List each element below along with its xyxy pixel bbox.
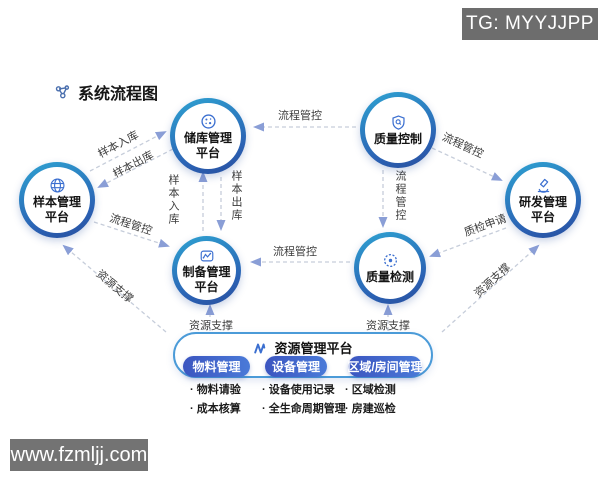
edge-label-resource-support: 资源支撑 bbox=[472, 261, 514, 300]
material-items-list: 物料请验 成本核算 bbox=[190, 381, 241, 419]
node-storage-management-platform: 储库管理 平台 bbox=[170, 98, 246, 174]
node-label: 平台 bbox=[194, 279, 219, 294]
edge-label-resource-support: 资源支撑 bbox=[189, 320, 233, 332]
node-quality-control: 质量控制 bbox=[360, 92, 436, 168]
node-quality-inspection: 质量检测 bbox=[354, 232, 426, 304]
equipment-items-list: 设备使用记录 全生命周期管理 bbox=[262, 381, 346, 419]
node-qc-inner: 质量控制 bbox=[365, 97, 431, 163]
node-label: 质量检测 bbox=[365, 270, 414, 284]
edge-label-process-control: 流程管控 bbox=[440, 131, 486, 161]
node-preparation-management-platform: 制备管理 平台 bbox=[172, 236, 241, 305]
node-sample-inner: 样本管理 平台 bbox=[24, 167, 90, 233]
area-items-list: 区域检测 房建巡检 bbox=[345, 381, 396, 419]
node-rd-inner: 研发管理 平台 bbox=[510, 167, 576, 233]
node-rd-management-platform: 研发管理 平台 bbox=[505, 162, 581, 238]
watermark-badge: www.fzmljj.com bbox=[10, 439, 148, 471]
edge-label-resource-support: 资源支撑 bbox=[93, 268, 136, 306]
waveform-icon bbox=[200, 250, 213, 261]
node-label: 样本管理 bbox=[32, 194, 81, 209]
node-label: 平台 bbox=[530, 209, 555, 224]
resource-platform-title-row: 资源管理平台 bbox=[173, 338, 433, 357]
tg-badge: TG: MYYJJPP bbox=[462, 8, 598, 40]
edge-label-process-control-vertical: 流程管控 bbox=[394, 170, 406, 222]
diagram-title-row: 系统流程图 bbox=[54, 80, 158, 104]
edge-label-resource-support: 资源支撑 bbox=[366, 320, 410, 332]
node-storage-inner: 储库管理 平台 bbox=[175, 103, 241, 169]
node-label: 储库管理 bbox=[183, 130, 232, 145]
node-prep-inner: 制备管理 平台 bbox=[177, 241, 236, 300]
microscope-icon bbox=[537, 178, 549, 193]
edge-label-process-control: 流程管控 bbox=[273, 246, 317, 258]
pill-material-management: 物料管理 bbox=[183, 356, 250, 377]
list-item: 房建巡检 bbox=[345, 400, 396, 419]
molecule-icon bbox=[55, 85, 70, 99]
edge-label-inspection-request: 质检申请 bbox=[462, 212, 509, 240]
globe-icon bbox=[50, 178, 64, 192]
list-item: 区域检测 bbox=[345, 381, 396, 400]
edge-label-process-control: 流程管控 bbox=[107, 212, 154, 238]
node-label: 平台 bbox=[195, 145, 220, 160]
node-label: 质量控制 bbox=[373, 132, 422, 146]
list-item: 物料请验 bbox=[190, 381, 241, 400]
target-icon bbox=[383, 253, 397, 268]
edge-label-sample-in-vertical: 样本入库 bbox=[167, 174, 179, 226]
pill-equipment-management: 设备管理 bbox=[265, 356, 327, 377]
edge-label-process-control: 流程管控 bbox=[278, 110, 322, 122]
page-title: 系统流程图 bbox=[78, 86, 159, 103]
node-sample-management-platform: 样本管理 平台 bbox=[19, 162, 95, 238]
node-qi-inner: 质量检测 bbox=[359, 237, 421, 299]
shield-icon bbox=[391, 115, 405, 130]
node-label: 研发管理 bbox=[518, 194, 567, 209]
edge-label-sample-out-vertical: 样本出库 bbox=[230, 170, 242, 222]
list-item: 全生命周期管理 bbox=[262, 400, 346, 419]
pill-area-room-management: 区域/房间管理 bbox=[347, 356, 423, 377]
node-label: 制备管理 bbox=[182, 264, 231, 279]
list-item: 设备使用记录 bbox=[262, 381, 346, 400]
petri-dish-icon bbox=[200, 113, 216, 129]
node-label: 平台 bbox=[44, 209, 69, 224]
resource-platform-title: 资源管理平台 bbox=[274, 341, 353, 356]
list-item: 成本核算 bbox=[190, 400, 241, 419]
wave-logo-icon bbox=[254, 343, 266, 353]
